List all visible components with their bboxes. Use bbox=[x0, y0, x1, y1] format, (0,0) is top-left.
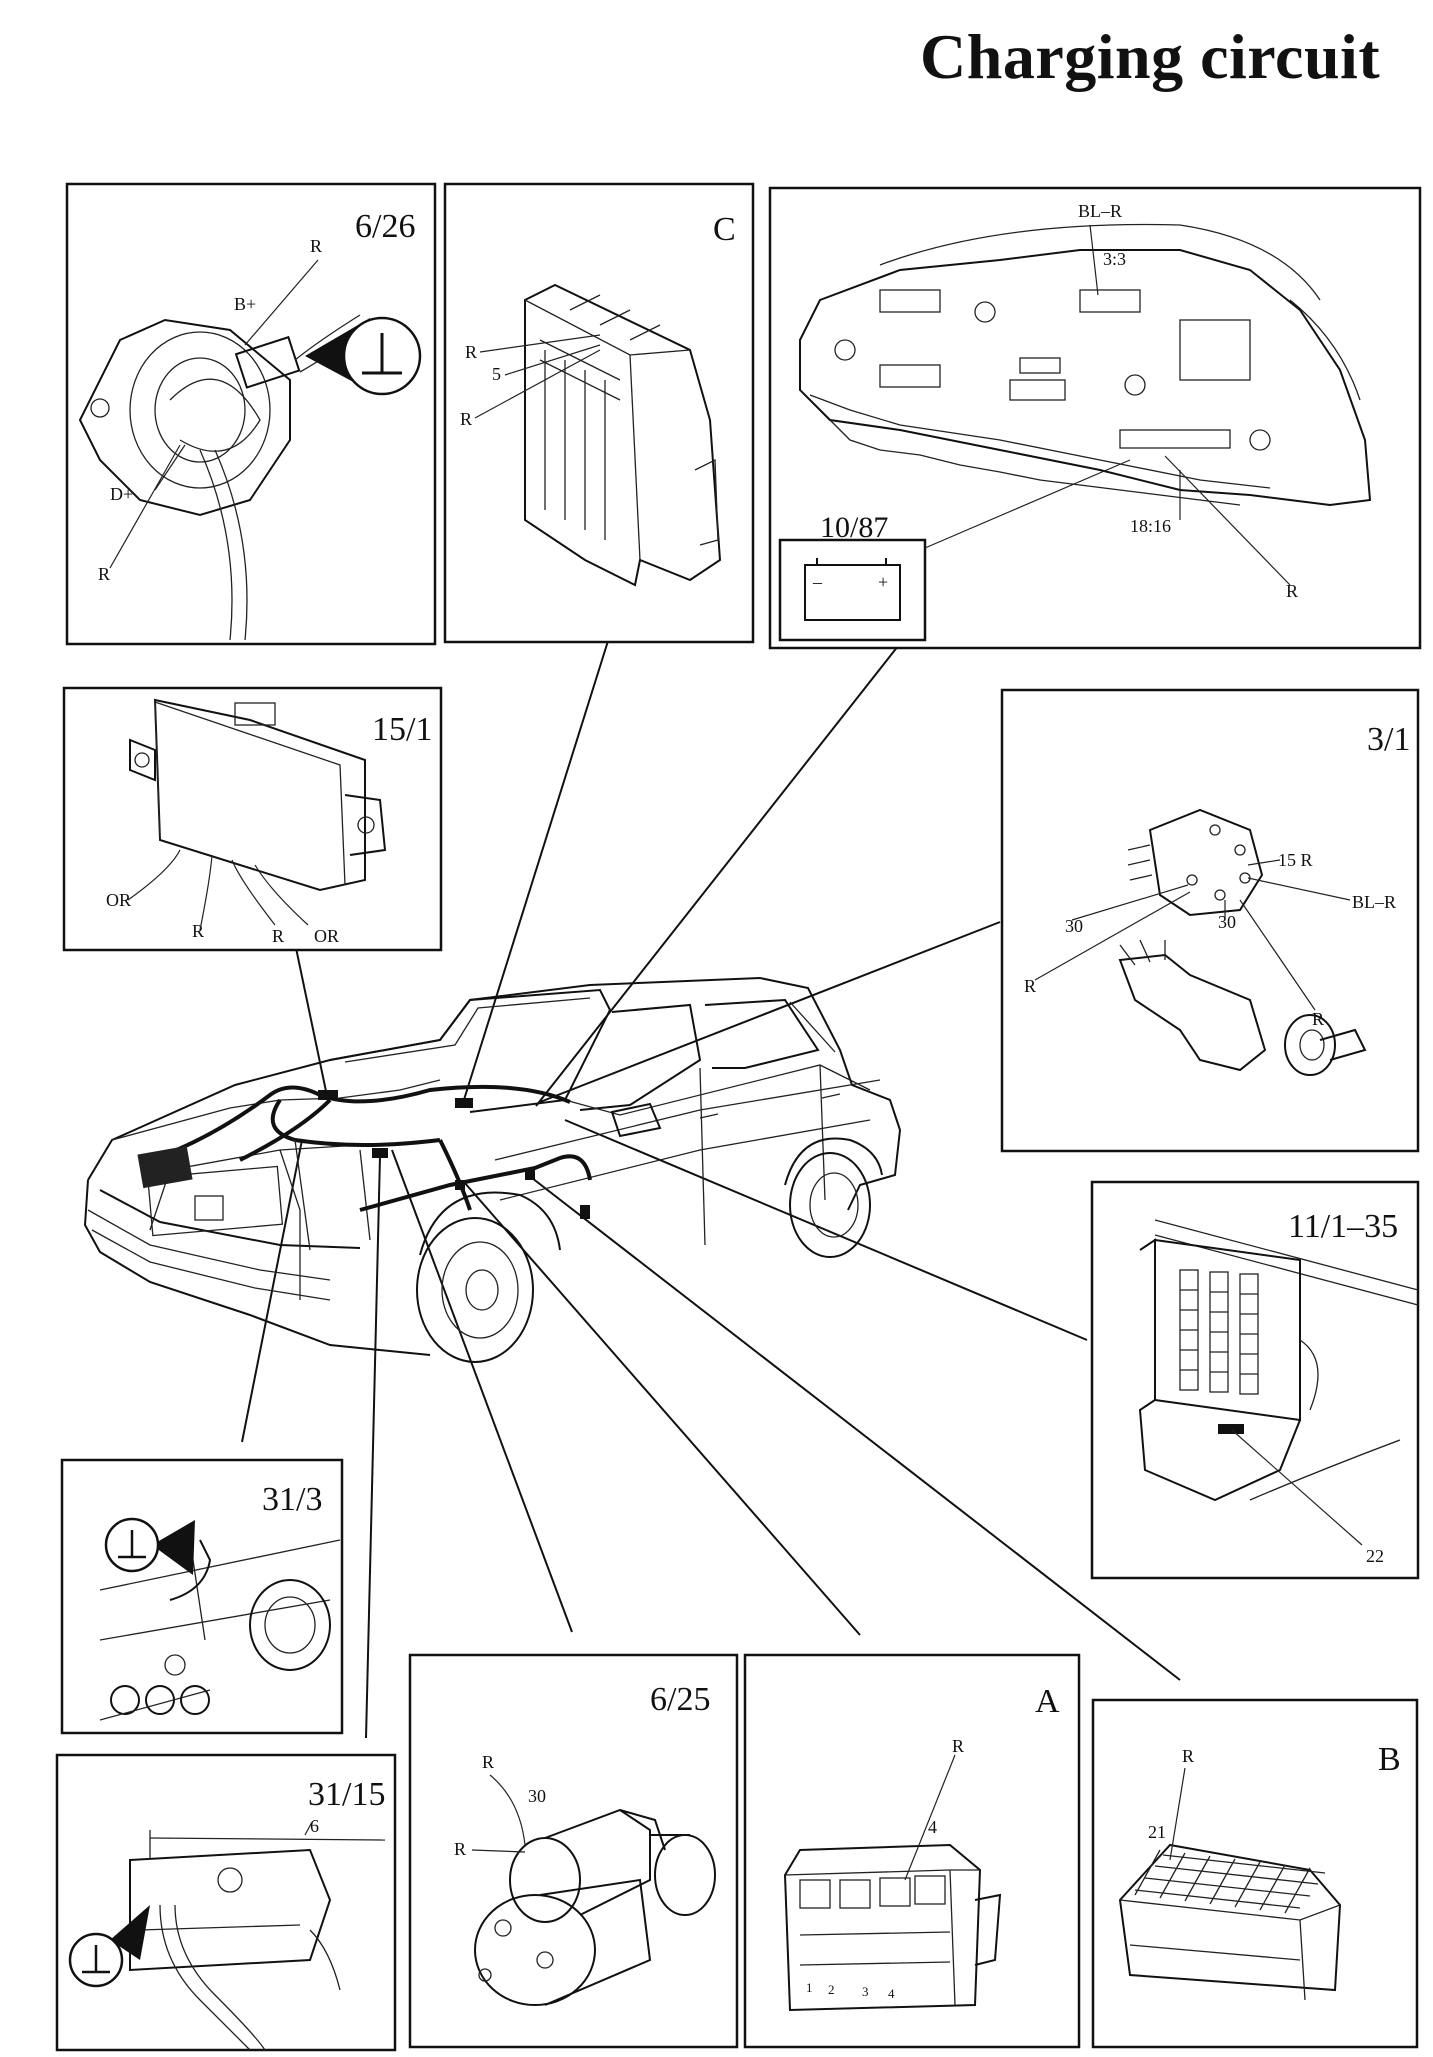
svg-text:R: R bbox=[310, 236, 322, 256]
ground-symbol-icon bbox=[305, 316, 422, 396]
connector-block-drawing bbox=[474, 283, 722, 587]
svg-text:R: R bbox=[1312, 1009, 1324, 1029]
svg-text:15 R: 15 R bbox=[1278, 850, 1313, 870]
svg-text:R: R bbox=[454, 1839, 466, 1859]
svg-text:6: 6 bbox=[310, 1816, 319, 1836]
panel-id: 6/25 bbox=[650, 1681, 710, 1718]
panel-id: B bbox=[1378, 1741, 1401, 1778]
panel-c: C R 5 R bbox=[443, 182, 755, 644]
panel-6-26: 6/26 R B+ D+ R bbox=[65, 182, 437, 646]
battery-icon: – + bbox=[804, 558, 901, 621]
svg-text:5: 5 bbox=[492, 364, 501, 384]
panel-id: 31/3 bbox=[262, 1481, 322, 1518]
panel-instrument-cluster: BL–R 3:3 18:16 R 10/87 bbox=[768, 186, 1422, 650]
panel-id: C bbox=[713, 211, 736, 248]
ground-symbol-icon bbox=[104, 1517, 195, 1575]
ground-point-drawing bbox=[99, 1539, 341, 1721]
svg-text:R: R bbox=[465, 342, 477, 362]
panel-31-15: 31/15 6 bbox=[55, 1753, 397, 2052]
svg-text:+: + bbox=[878, 572, 888, 592]
panel-id: 31/15 bbox=[308, 1776, 385, 1813]
panel-id: 15/1 bbox=[372, 711, 432, 748]
connector-a-drawing: 1 2 3 4 bbox=[783, 1754, 1002, 2012]
svg-text:4: 4 bbox=[928, 1817, 937, 1837]
svg-text:3: 3 bbox=[862, 1984, 869, 1999]
fuse-columns bbox=[1179, 1269, 1259, 1395]
panel-6-25: 6/25 R 30 R bbox=[408, 1653, 739, 2049]
panel-31-3: 31/3 bbox=[60, 1458, 344, 1735]
svg-text:30: 30 bbox=[1218, 912, 1236, 932]
leader-lines bbox=[241, 640, 1181, 1739]
svg-text:4: 4 bbox=[888, 1986, 895, 2001]
svg-text:R: R bbox=[952, 1736, 964, 1756]
svg-text:OR: OR bbox=[314, 926, 339, 946]
battery-inset: 10/87 – + bbox=[778, 459, 1131, 642]
svg-text:30: 30 bbox=[528, 1786, 546, 1806]
panel-11-1-35: 11/1–35 22 bbox=[1090, 1180, 1420, 1580]
svg-text:R: R bbox=[1024, 976, 1036, 996]
svg-text:22: 22 bbox=[1366, 1546, 1384, 1566]
panel-15-1: 15/1 OR R R OR bbox=[62, 686, 443, 952]
svg-text:R: R bbox=[272, 926, 284, 946]
svg-text:R: R bbox=[98, 564, 110, 584]
regulator-drawing bbox=[127, 698, 387, 931]
svg-text:R: R bbox=[460, 409, 472, 429]
svg-text:30: 30 bbox=[1065, 916, 1083, 936]
svg-text:3:3: 3:3 bbox=[1103, 249, 1126, 269]
panel-id: 11/1–35 bbox=[1288, 1208, 1398, 1245]
svg-text:–: – bbox=[812, 572, 823, 592]
panel-b: B R 21 bbox=[1091, 1698, 1419, 2049]
svg-text:R: R bbox=[1182, 1746, 1194, 1766]
ground-symbol-icon bbox=[68, 1905, 150, 1988]
svg-text:10/87: 10/87 bbox=[820, 511, 888, 544]
svg-text:R: R bbox=[482, 1752, 494, 1772]
panel-id: A bbox=[1035, 1683, 1060, 1720]
panel-id: 3/1 bbox=[1367, 721, 1410, 758]
svg-text:BL–R: BL–R bbox=[1352, 892, 1396, 912]
svg-text:R: R bbox=[1286, 581, 1298, 601]
svg-text:B+: B+ bbox=[234, 294, 256, 314]
svg-text:R: R bbox=[192, 921, 204, 941]
fusebox-drawing bbox=[1138, 1219, 1419, 1546]
pin-grid bbox=[1134, 1849, 1326, 1914]
svg-text:OR: OR bbox=[106, 890, 131, 910]
ignition-switch-drawing bbox=[1034, 808, 1367, 1076]
svg-text:D+: D+ bbox=[110, 484, 133, 504]
svg-text:BL–R: BL–R bbox=[1078, 201, 1122, 221]
svg-text:21: 21 bbox=[1148, 1822, 1166, 1842]
cluster-board-drawing bbox=[799, 223, 1372, 586]
svg-text:2: 2 bbox=[828, 1982, 835, 1997]
starter-motor-drawing bbox=[471, 1774, 716, 2006]
page-title: Charging circuit bbox=[920, 21, 1381, 92]
connector-b-drawing bbox=[1118, 1767, 1342, 2001]
svg-text:1: 1 bbox=[806, 1980, 813, 1995]
svg-text:18:16: 18:16 bbox=[1130, 516, 1171, 536]
panel-3-1: 3/1 15 R BL–R 30 30 R R bbox=[1000, 688, 1420, 1153]
panel-a: A R 4 1 2 3 4 bbox=[743, 1653, 1081, 2049]
car-illustration bbox=[83, 976, 902, 1363]
panel-id: 6/26 bbox=[355, 208, 415, 245]
